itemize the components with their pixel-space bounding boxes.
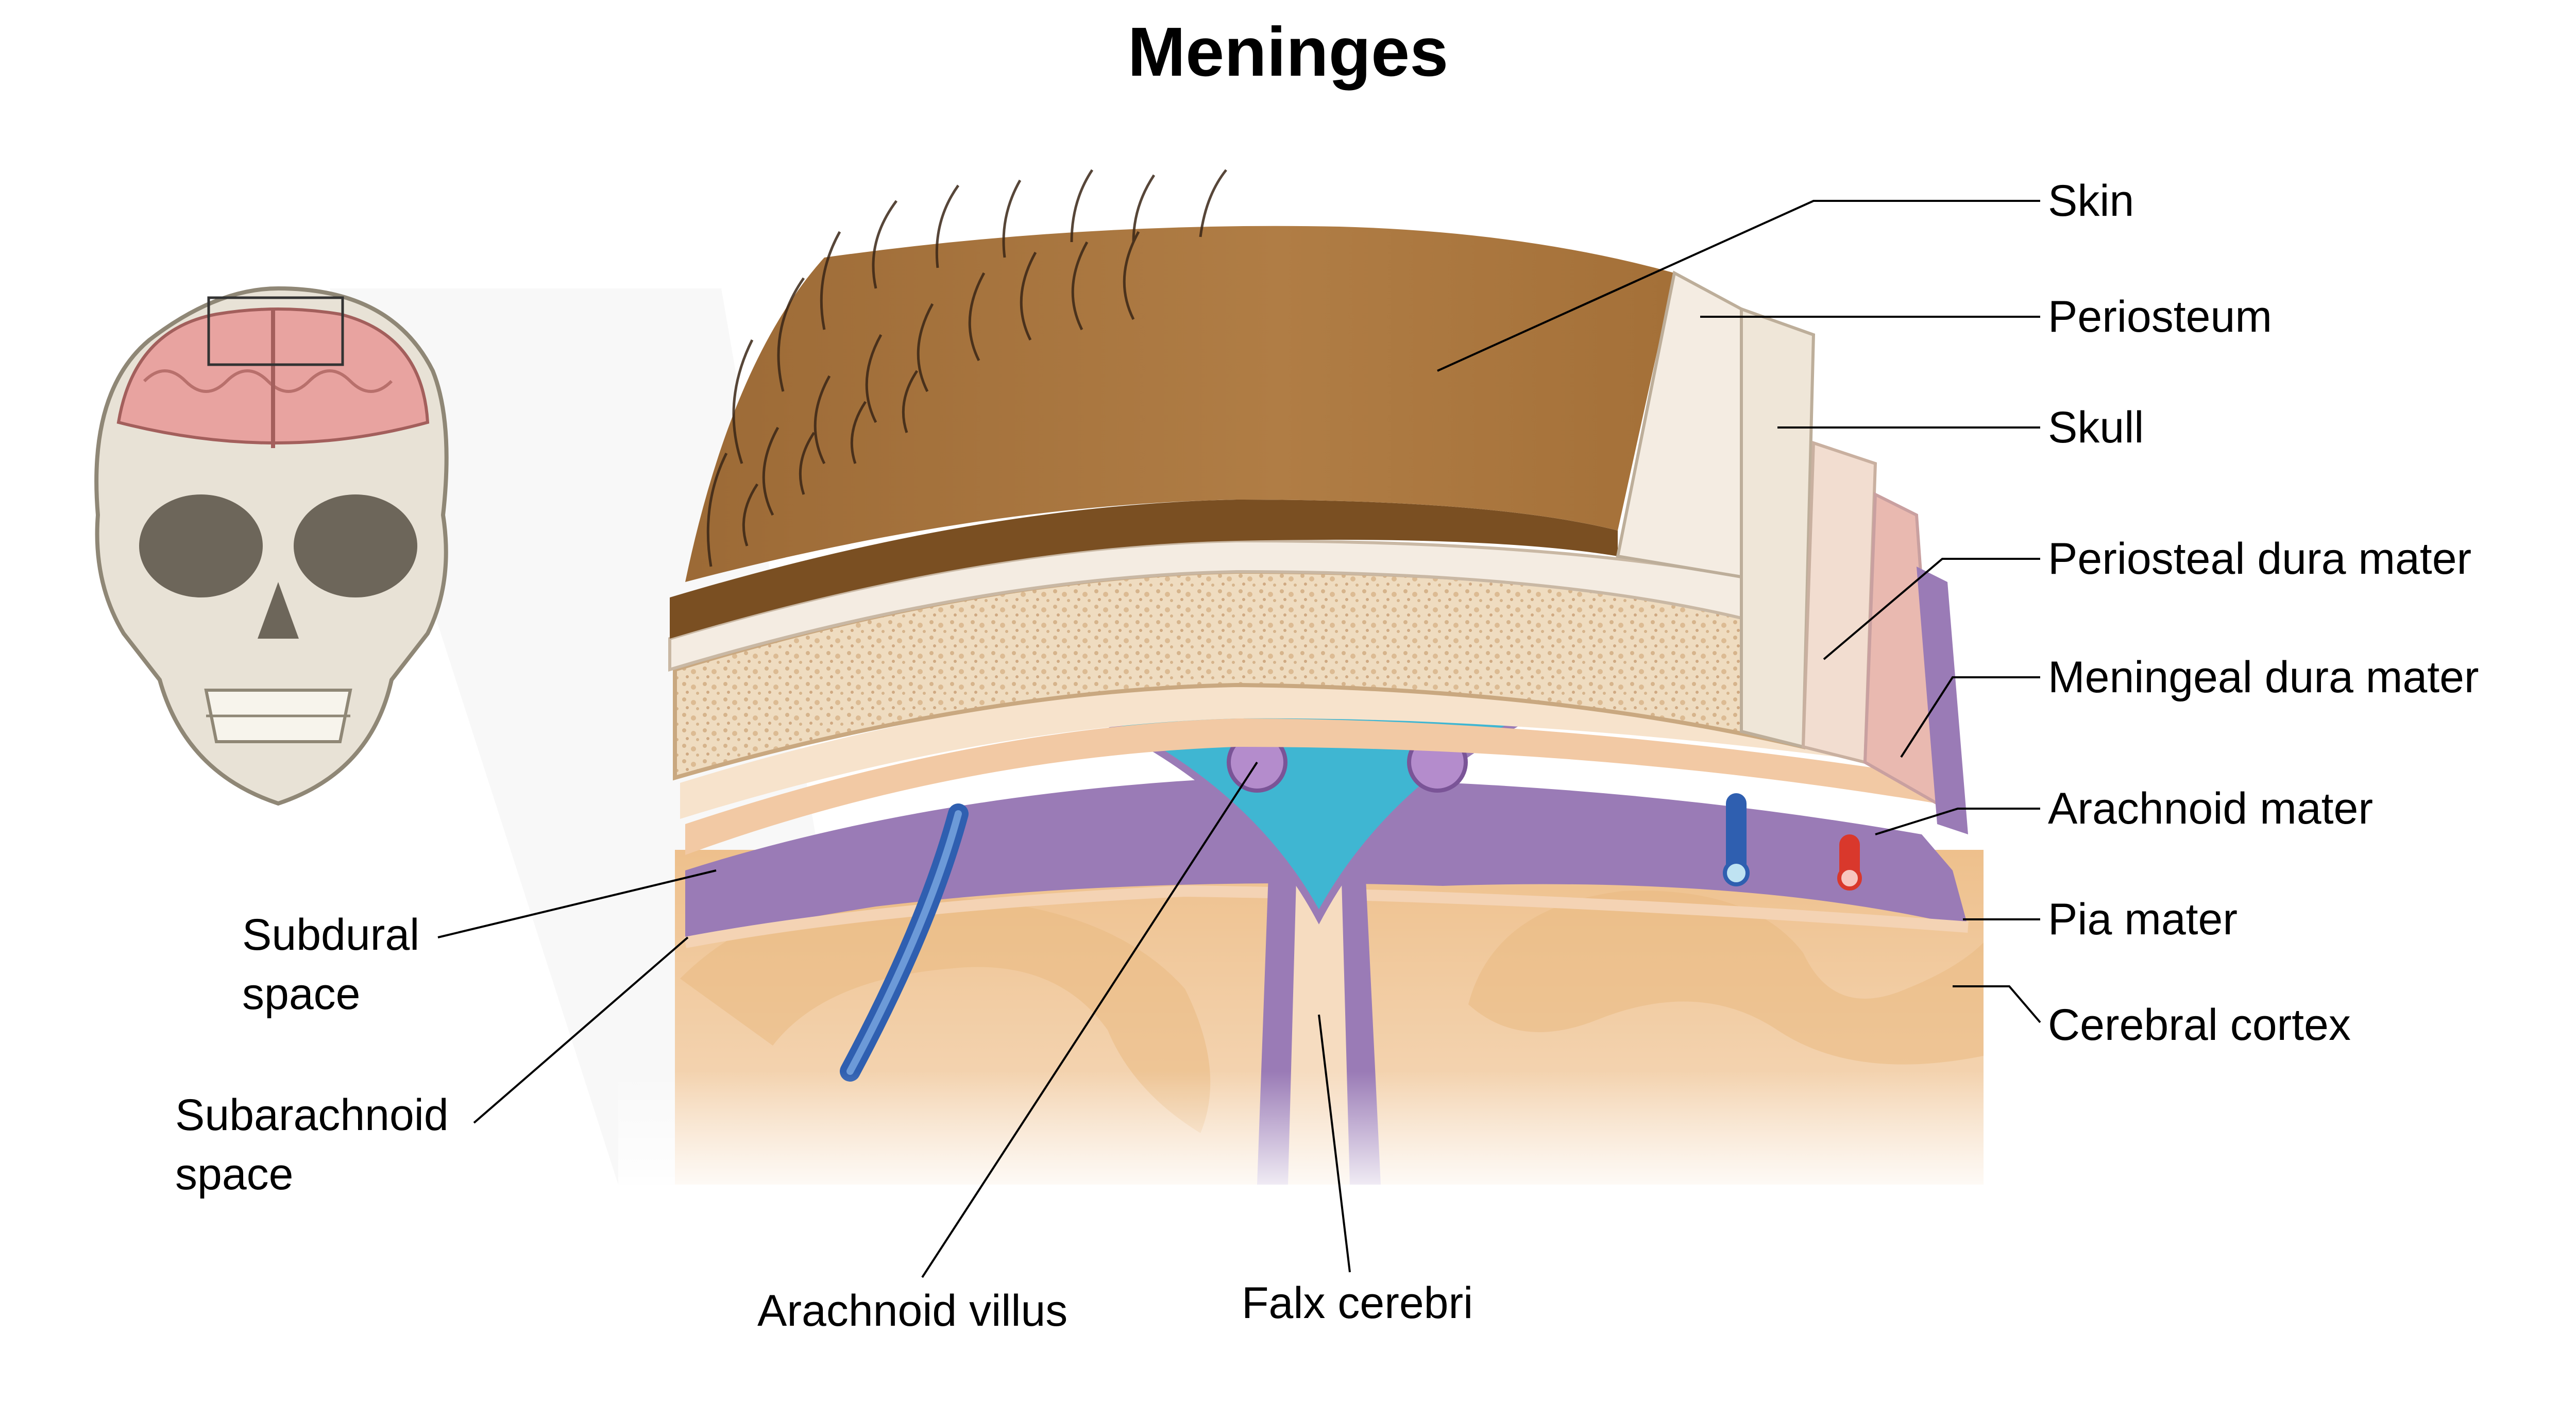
leader-villus xyxy=(921,761,1258,1278)
leader-cortex xyxy=(1953,985,2041,1023)
leader-arachnoid xyxy=(1875,808,2040,835)
label-falx-cerebri: Falx cerebri xyxy=(1242,1278,1473,1328)
label-arachnoid-villus: Arachnoid villus xyxy=(757,1286,1068,1336)
label-arachnoid-mater: Arachnoid mater xyxy=(2048,784,2373,833)
label-subarachnoid-line2: space xyxy=(175,1150,294,1199)
leader-meningeal-dura xyxy=(1900,676,2040,758)
label-skin: Skin xyxy=(2048,176,2134,226)
label-meningeal-dura: Meningeal dura mater xyxy=(2048,653,2479,702)
cross-section xyxy=(618,169,2061,1205)
arachnoid-step xyxy=(1917,567,1968,834)
inset-highlight-box xyxy=(207,296,344,366)
leader-skin xyxy=(1437,200,2040,372)
label-pia-mater: Pia mater xyxy=(2048,895,2238,944)
label-periosteal-dura: Periosteal dura mater xyxy=(2048,534,2472,584)
leader-lines xyxy=(437,200,2041,1278)
label-subarachnoid-line1: Subarachnoid xyxy=(175,1090,449,1140)
page-title: Meninges xyxy=(1127,13,1449,91)
label-skull: Skull xyxy=(2048,403,2144,452)
label-subdural-line2: space xyxy=(242,969,361,1019)
label-periosteum: Periosteum xyxy=(2048,292,2272,341)
leader-falx xyxy=(1318,1014,1351,1273)
leader-subdural xyxy=(437,869,717,938)
label-subdural-line1: Subdural xyxy=(242,910,420,960)
leader-subarachnoid xyxy=(473,936,689,1124)
periosteal-dura-step xyxy=(1801,440,1877,764)
skull-step xyxy=(1740,306,1816,749)
leader-periosteal-dura xyxy=(1823,558,2040,660)
label-cerebral-cortex: Cerebral cortex xyxy=(2048,1000,2351,1050)
skull-inset-icon xyxy=(94,286,449,806)
